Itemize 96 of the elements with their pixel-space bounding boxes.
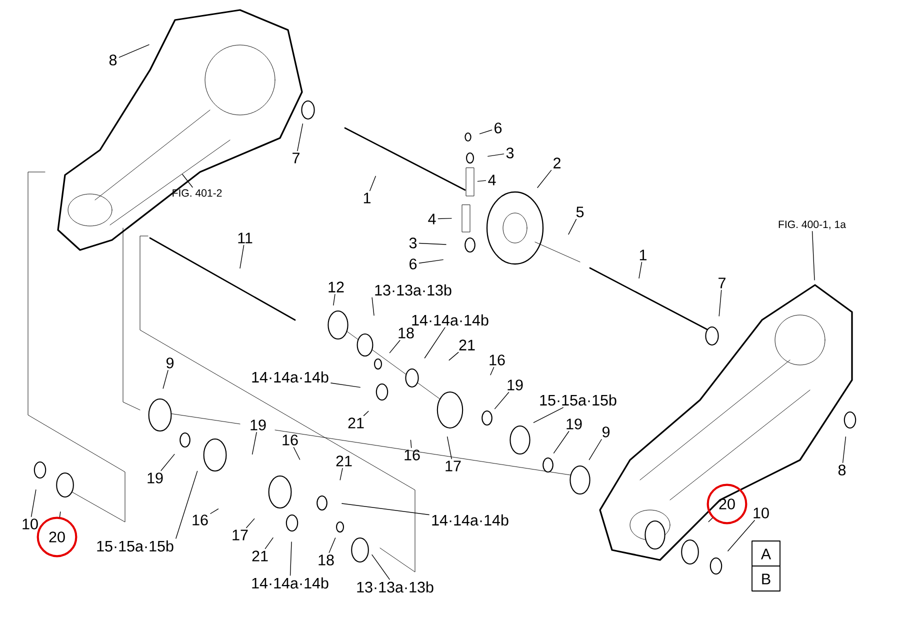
leader-line	[370, 176, 376, 192]
leader-line	[328, 538, 336, 553]
leader-line	[293, 447, 300, 460]
table-cell: A	[760, 548, 772, 560]
leader-line	[264, 537, 274, 550]
callout-number: 18	[318, 554, 334, 566]
callout-number: 19	[508, 380, 523, 390]
callout-number: 21	[252, 550, 268, 562]
leader-line	[410, 440, 412, 448]
leader-line	[162, 370, 168, 389]
callout-number: 3	[409, 238, 417, 248]
callout-number: 10	[754, 508, 769, 518]
callout-number: 1	[640, 250, 646, 260]
leader-line	[246, 518, 255, 528]
leader-line	[477, 180, 486, 182]
callout-number: 12	[328, 282, 344, 292]
callout-number: 2	[554, 158, 560, 168]
leader-line	[588, 439, 602, 460]
leader-line	[418, 242, 446, 245]
callout-number: 14·14a·14b	[252, 577, 328, 589]
callout-number: 7	[292, 152, 300, 164]
callout-number: 6	[410, 258, 417, 270]
callout-number: 1	[364, 192, 370, 204]
leader-line	[494, 392, 510, 410]
leader-line	[210, 508, 219, 514]
leader-line	[389, 340, 400, 354]
leader-line	[553, 431, 570, 454]
leader-line	[330, 382, 360, 388]
table-cell: B	[762, 574, 770, 584]
callout-number: 4	[428, 214, 436, 224]
callout-number: 19	[250, 420, 266, 430]
callout-number: 19	[566, 418, 582, 430]
leader-line	[160, 454, 175, 471]
callout-number: 3	[506, 148, 514, 158]
leader-line	[479, 130, 492, 134]
leader-line	[448, 352, 459, 361]
leader-line	[59, 512, 61, 518]
callout-number: 15·15a·15b	[97, 540, 174, 552]
leader-line	[728, 520, 755, 552]
callout-number: 13·13a·13b	[375, 284, 452, 296]
leader-line	[812, 231, 815, 280]
leader-line	[372, 297, 374, 316]
leader-line	[418, 259, 444, 264]
leader-line	[718, 290, 722, 316]
callout-number: 17	[232, 530, 248, 540]
callout-number: 11	[238, 232, 252, 244]
leader-line	[342, 503, 430, 516]
leader-line	[182, 174, 193, 188]
circled-callout-number: 20	[36, 516, 78, 558]
leader-line	[533, 407, 564, 423]
leader-line	[446, 436, 452, 460]
callout-number: 5	[576, 206, 584, 218]
callout-number: 16	[404, 450, 420, 460]
callout-number: 13·13a·13b	[357, 581, 434, 593]
callout-number: 21	[459, 340, 475, 350]
callout-number: 21	[348, 418, 364, 428]
callout-number: 16	[282, 434, 298, 446]
leader-line	[537, 170, 552, 188]
callout-number: 18	[398, 328, 414, 338]
leader-line	[490, 367, 494, 376]
leader-line	[297, 123, 304, 152]
leader-line	[842, 436, 846, 463]
leader-line	[340, 468, 343, 480]
callout-number: 15·15a·15b	[540, 394, 616, 406]
callout-number: 21	[336, 456, 352, 466]
leader-line	[708, 518, 713, 522]
leader-line	[333, 294, 336, 306]
callout-number: 16	[490, 354, 505, 366]
callout-number: 19	[148, 472, 163, 484]
leader-line	[438, 218, 452, 220]
callout-number: 4	[488, 174, 496, 186]
leader-line	[372, 554, 390, 580]
callout-number: 17	[446, 460, 461, 472]
figure-reference: FIG. 400-1, 1a	[778, 220, 846, 230]
leader-line	[488, 154, 504, 157]
callout-number: 14·14a·14b	[412, 314, 488, 326]
leader-line	[290, 542, 292, 576]
callout-number: 10	[22, 518, 38, 530]
callout-number: 8	[109, 54, 117, 66]
leader-line	[424, 327, 446, 358]
leader-line	[176, 470, 198, 539]
callout-number: 14·14a·14b	[432, 514, 508, 526]
leader-line	[118, 44, 150, 58]
callout-number: 16	[192, 514, 208, 526]
leader-line	[252, 432, 257, 455]
callout-number: 6	[494, 122, 502, 134]
callout-number: 7	[718, 278, 726, 288]
leader-line	[363, 410, 369, 416]
leader-line	[638, 262, 642, 279]
callout-number: 8	[838, 464, 846, 476]
leader-line	[30, 489, 36, 517]
leader-line	[568, 218, 577, 235]
leader-line	[240, 244, 244, 269]
callout-number: 9	[602, 426, 610, 438]
callout-number: 9	[166, 358, 174, 368]
callout-number: 14·14a·14b	[252, 371, 328, 383]
